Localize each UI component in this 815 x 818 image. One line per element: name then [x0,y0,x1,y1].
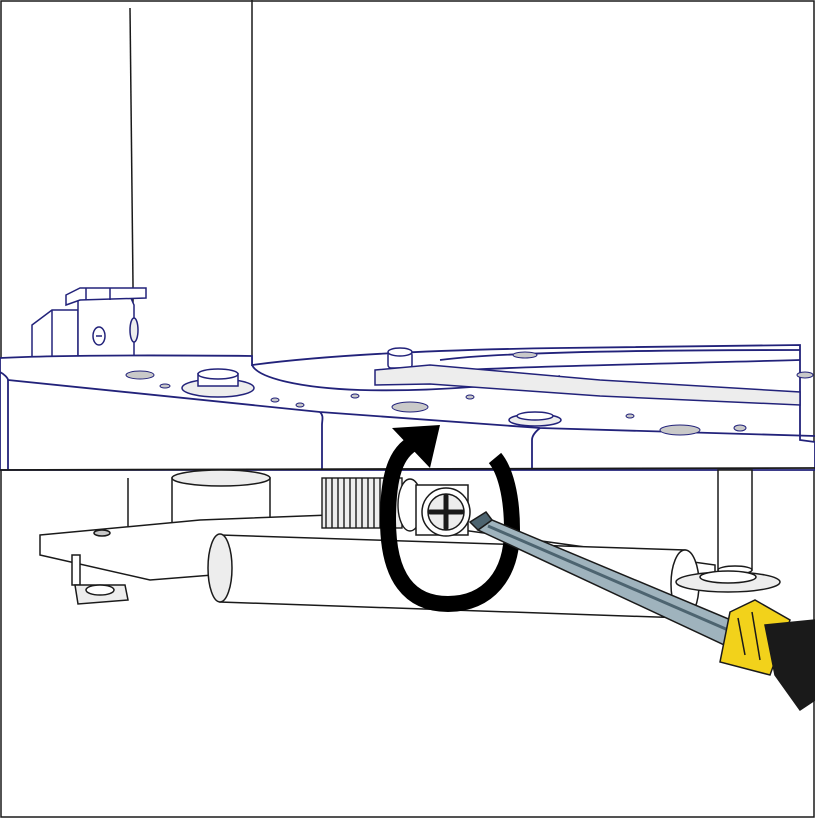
plate-holes [125,351,814,436]
phillips-screwdriver-icon [468,510,815,712]
support-cylinder [127,469,271,535]
plate-fasteners [181,347,801,427]
rotate-clockwise-icon [379,425,521,613]
phillips-screw-head-icon [415,484,471,537]
mounting-bracket [31,287,147,366]
right-post [675,469,781,593]
coil-spring [321,477,423,532]
vertical-housing [129,0,253,365]
